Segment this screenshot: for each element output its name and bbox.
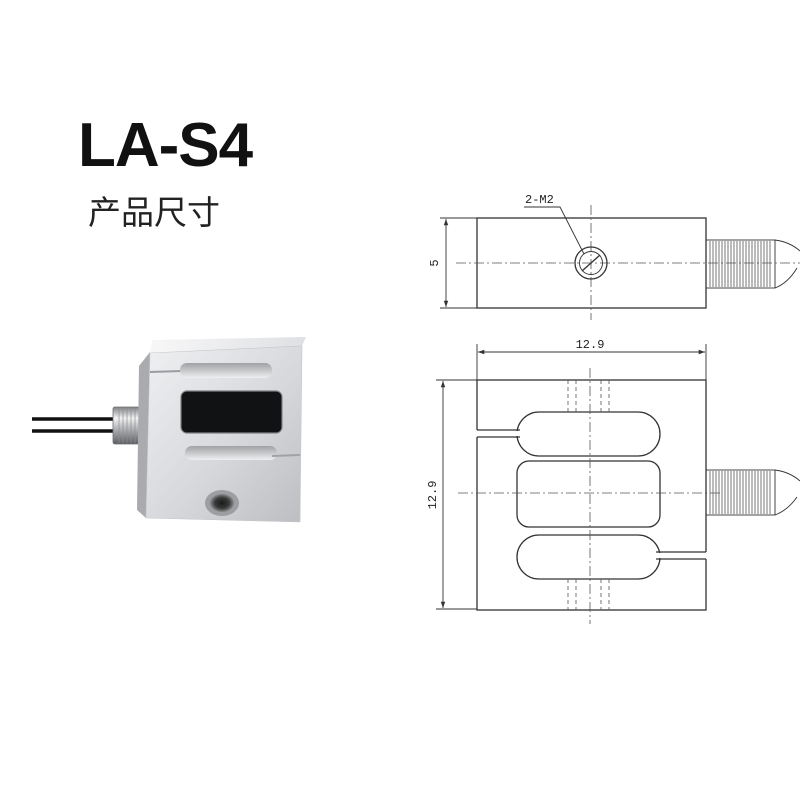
sensor-threaded-hole [210,494,234,512]
top-view-cable-break [774,239,800,252]
front-view-lower-slot [516,534,661,580]
mounting-hole-outer [574,246,608,280]
top-view-cable-stub [705,239,776,289]
thread-spec-label: 2-M2 [525,193,554,207]
sensor-lower-slot [185,446,277,460]
top-view-cable-threads [709,241,771,287]
sensor-beam-slit [149,370,183,373]
mounting-hole-inner [579,251,603,275]
front-view-cable-break [774,496,798,516]
front-view-upper-slot [516,411,661,457]
mounting-hole-thread-mark [581,254,601,272]
front-view-middle-slot [516,460,661,528]
top-view-cable-break [774,267,798,289]
front-view-slit-join [655,553,661,558]
front-view-slit-gap [476,430,520,437]
front-view-width-dimension: 12.9 [576,338,605,352]
top-view-drawing: 2-M2 5 [428,193,800,320]
front-view-drawing: 12.9 12.9 [426,338,800,624]
sensor-center-window [180,390,283,434]
thread-spec-leader [524,206,585,255]
sensor-upper-slot [180,363,272,378]
sensor-top-face [150,337,306,353]
product-model-title: LA-S4 [78,111,253,180]
front-view-height-dimension: 12.9 [426,481,440,510]
front-view-cable-threads [709,471,771,514]
front-view-slit-join [516,431,522,436]
front-view-outline [476,379,707,611]
front-view-cable-stub [705,469,776,516]
top-view-height-dimension: 5 [428,259,442,266]
sensor-front-face [145,345,303,523]
sensor-photo [32,337,306,523]
front-view-cable-break [774,469,800,482]
sensor-beam-slit [271,454,301,457]
front-view-slit-gap [655,552,708,559]
product-dimension-subtitle: 产品尺寸 [88,193,220,232]
